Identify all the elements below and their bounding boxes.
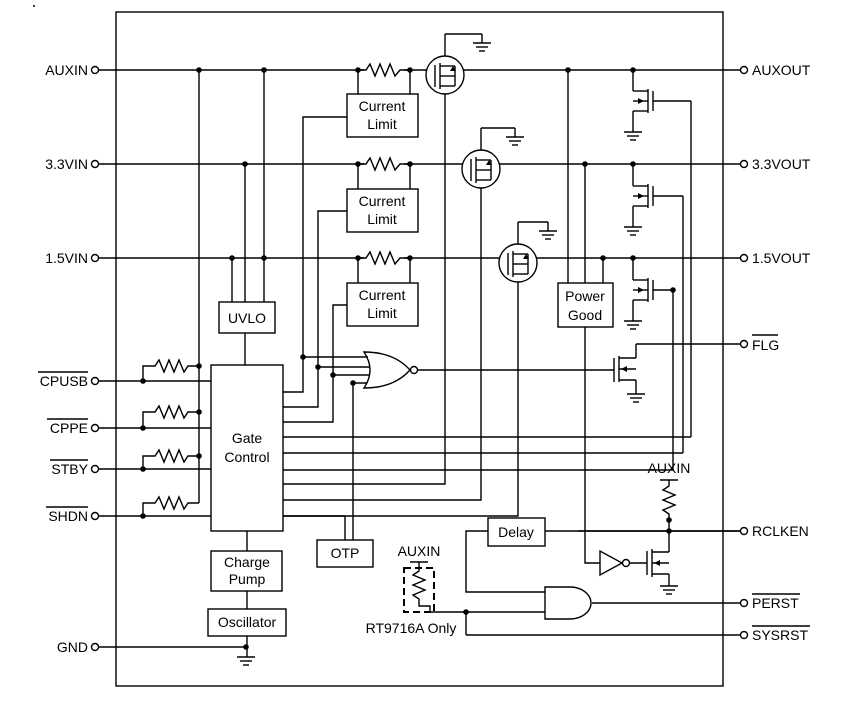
pin-1.5vout: 1.5VOUT — [535, 250, 811, 266]
uvlo-label: UVLO — [228, 310, 266, 326]
pin-3.3vout: 3.3VOUT — [499, 156, 811, 172]
optional-pullup: AUXIN RT9716A Only — [366, 543, 457, 636]
pin-stby-label: STBY — [51, 461, 88, 477]
power-good-wiring — [565, 67, 606, 564]
pass-mosfet-aux-icon — [425, 33, 491, 110]
gate-control-block: Gate Control — [210, 364, 284, 532]
pin-cppe-label: CPPE — [50, 420, 88, 436]
discharge-mosfet-aux-icon — [624, 67, 691, 141]
current-limit-1-line2: Limit — [367, 116, 397, 132]
sense-resistor-3.3v — [358, 156, 410, 172]
input-bus-wiring — [196, 67, 413, 503]
pin-shdn: SHDN — [46, 506, 211, 524]
current-limit-block-3: Current Limit — [346, 282, 419, 327]
ground-icon — [237, 644, 255, 666]
gate-control-wiring — [283, 101, 692, 540]
corner-mark — [33, 5, 35, 7]
pin-cpusb: CPUSB — [38, 371, 211, 389]
pin-1.5vout-label: 1.5VOUT — [752, 250, 811, 266]
auxin-pullup-right-label: AUXIN — [648, 460, 691, 476]
rclken-mosfet-icon — [646, 531, 678, 595]
current-limit-2-line1: Current — [359, 193, 406, 209]
chip-boundary — [115, 11, 724, 687]
and-gate-icon — [544, 586, 592, 620]
pass-mosfet-1.5v-icon — [498, 221, 557, 283]
gate-control-line1: Gate — [232, 430, 263, 446]
pin-cppe: CPPE — [47, 418, 211, 436]
charge-pump-block: Charge Pump — [210, 531, 283, 592]
pin-sysrst-label: SYSRST — [752, 627, 808, 643]
pin-shdn-label: SHDN — [48, 508, 88, 524]
delay-wiring — [430, 530, 740, 635]
pin-auxout-label: AUXOUT — [752, 62, 811, 78]
charge-pump-line1: Charge — [224, 554, 270, 570]
auxin-pullup-left-label: AUXIN — [398, 543, 441, 559]
delay-block: Delay — [487, 517, 546, 547]
current-limit-block-1: Current Limit — [346, 93, 419, 138]
nor-gate-icon — [362, 351, 614, 389]
sense-resistor-1.5v — [358, 250, 410, 266]
power-good-line2: Good — [568, 307, 602, 323]
current-limit-1-line1: Current — [359, 98, 406, 114]
current-limit-3-line1: Current — [359, 287, 406, 303]
pin-3.3vin-label: 3.3VIN — [45, 156, 88, 172]
pin-rclken-label: RCLKEN — [752, 523, 809, 539]
pin-1.5vin-label: 1.5VIN — [45, 250, 88, 266]
oscillator-block: Oscillator — [207, 591, 287, 657]
pin-auxin-label: AUXIN — [45, 62, 88, 78]
power-good-block: Power Good — [557, 282, 614, 328]
uvlo-block: UVLO — [218, 301, 276, 334]
sense-resistor-aux — [358, 62, 410, 78]
pin-flg: FLG — [636, 334, 779, 353]
variant-note: RT9716A Only — [366, 620, 457, 636]
pin-flg-label: FLG — [752, 337, 779, 353]
current-limit-3-line2: Limit — [367, 305, 397, 321]
pin-perst: PERST — [592, 593, 800, 611]
pin-sysrst: SYSRST — [466, 625, 810, 643]
inverter-icon — [599, 549, 647, 577]
otp-block: OTP — [283, 515, 374, 568]
pin-gnd-label: GND — [57, 639, 88, 655]
current-limit-block-2: Current Limit — [346, 188, 419, 233]
power-good-line1: Power — [565, 288, 605, 304]
gate-control-line2: Control — [224, 449, 269, 465]
charge-pump-line2: Pump — [229, 571, 266, 587]
input-pullups — [140, 358, 202, 519]
pin-auxout: AUXOUT — [463, 62, 811, 78]
oscillator-label: Oscillator — [218, 614, 277, 630]
current-limit-2-line2: Limit — [367, 211, 397, 227]
otp-label: OTP — [331, 545, 360, 561]
pin-gnd: GND — [57, 639, 246, 655]
pin-cpusb-label: CPUSB — [40, 373, 88, 389]
pin-perst-label: PERST — [752, 595, 799, 611]
discharge-mosfet-3.3v-icon — [624, 161, 683, 236]
pin-1.5vin: 1.5VIN — [45, 250, 499, 266]
discharge-mosfet-1.5v-icon — [624, 255, 676, 330]
pin-stby: STBY — [50, 459, 211, 477]
pass-mosfet-3.3v-icon — [461, 127, 524, 189]
delay-label: Delay — [498, 524, 534, 540]
flg-mosfet-icon — [613, 344, 645, 403]
rclken-pullup: AUXIN — [648, 460, 691, 534]
pin-3.3vout-label: 3.3VOUT — [752, 156, 811, 172]
